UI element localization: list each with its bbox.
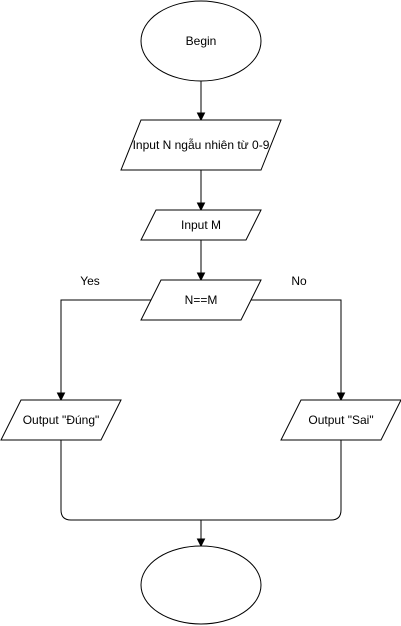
output-false-node[interactable]: Output "Sai" [280,399,401,441]
begin-label: Begin [186,34,217,48]
edge-output-true-merge [60,440,201,521]
arrowhead-input-m [196,202,206,212]
output-false-label: Output "Sai" [308,413,373,427]
decision-node[interactable]: N==M [140,279,262,321]
input-n-node[interactable]: Input N ngẫu nhiên từ 0-9 [120,119,282,171]
output-true-parallelogram [0,399,122,441]
output-true-label: Output "Đúng" [23,413,100,427]
end-ellipse [140,545,262,625]
arrowhead-output-true [56,392,66,402]
output-false-parallelogram [280,399,401,441]
arrowhead-input-n [196,112,206,122]
edge-no-branch [251,299,342,393]
edge-output-false-merge [201,440,342,521]
end-node[interactable] [140,545,262,625]
decision-parallelogram [140,279,262,321]
arrowhead-end [196,538,206,548]
output-true-node[interactable]: Output "Đúng" [0,399,122,441]
input-n-parallelogram [120,119,282,171]
input-m-label: Input M [181,218,221,232]
edge-yes-branch [60,299,151,393]
input-m-parallelogram [140,209,262,241]
no-branch-label: No [291,274,307,288]
yes-branch-label: Yes [80,274,100,288]
input-m-node[interactable]: Input M [140,209,262,241]
decision-label: N==M [185,293,218,307]
arrowhead-output-false [336,392,346,402]
begin-node[interactable]: Begin [140,0,262,82]
input-n-label: Input N ngẫu nhiên từ 0-9 [133,137,270,152]
arrowhead-decision [196,272,206,282]
